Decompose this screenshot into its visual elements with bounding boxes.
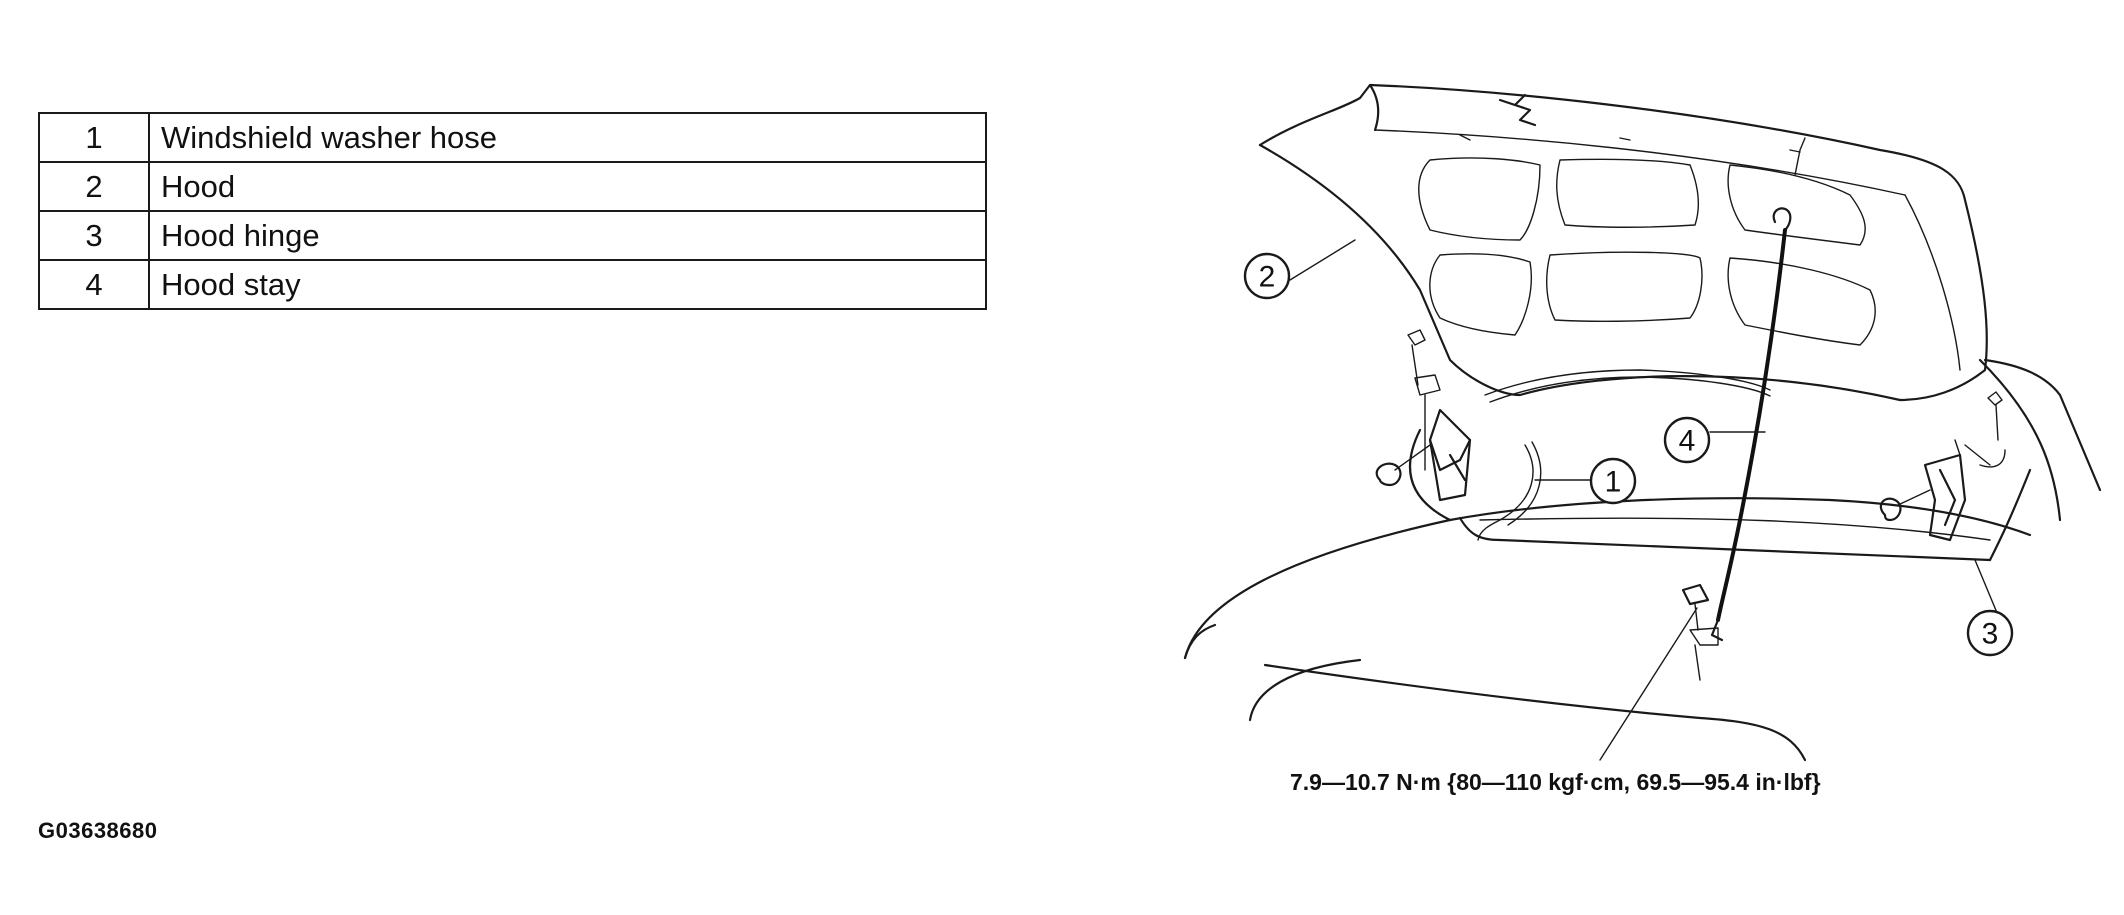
legend-label: Hood [148, 161, 987, 212]
left-hood-hinge [1375, 329, 1472, 502]
callout-4: 4 [1663, 416, 1711, 464]
leader-lines [1289, 239, 2001, 761]
legend-number: 4 [38, 259, 150, 310]
legend-number: 2 [38, 161, 150, 212]
hood [1258, 83, 1988, 402]
callout-1: 1 [1589, 457, 1637, 505]
legend-label: Hood stay [148, 259, 987, 310]
legend-row: 3 Hood hinge [38, 210, 987, 261]
figure-id: G03638680 [38, 818, 158, 843]
torque-specification: 7.9—10.7 N·m {80—110 kgf·cm, 69.5—95.4 i… [1290, 769, 1821, 795]
legend-label: Hood hinge [148, 210, 987, 261]
legend-row: 2 Hood [38, 161, 987, 212]
legend-number: 3 [38, 210, 150, 261]
callout-3-label: 3 [1982, 618, 1999, 651]
legend-label: Windshield washer hose [148, 112, 987, 163]
callout-1-label: 1 [1605, 466, 1622, 499]
callout-3: 3 [1966, 609, 2014, 657]
callout-2: 2 [1243, 252, 1291, 300]
legend-table: 1 Windshield washer hose 2 Hood 3 Hood h… [38, 112, 987, 310]
legend-row: 4 Hood stay [38, 259, 987, 310]
right-hood-hinge [1879, 391, 2006, 542]
vehicle-body [1183, 358, 2102, 762]
callout-2-label: 2 [1259, 261, 1276, 294]
hood-stay [1681, 137, 1806, 681]
washer-hose [1477, 369, 1771, 541]
legend-row: 1 Windshield washer hose [38, 112, 987, 163]
callout-4-label: 4 [1679, 425, 1696, 458]
legend-number: 1 [38, 112, 150, 163]
